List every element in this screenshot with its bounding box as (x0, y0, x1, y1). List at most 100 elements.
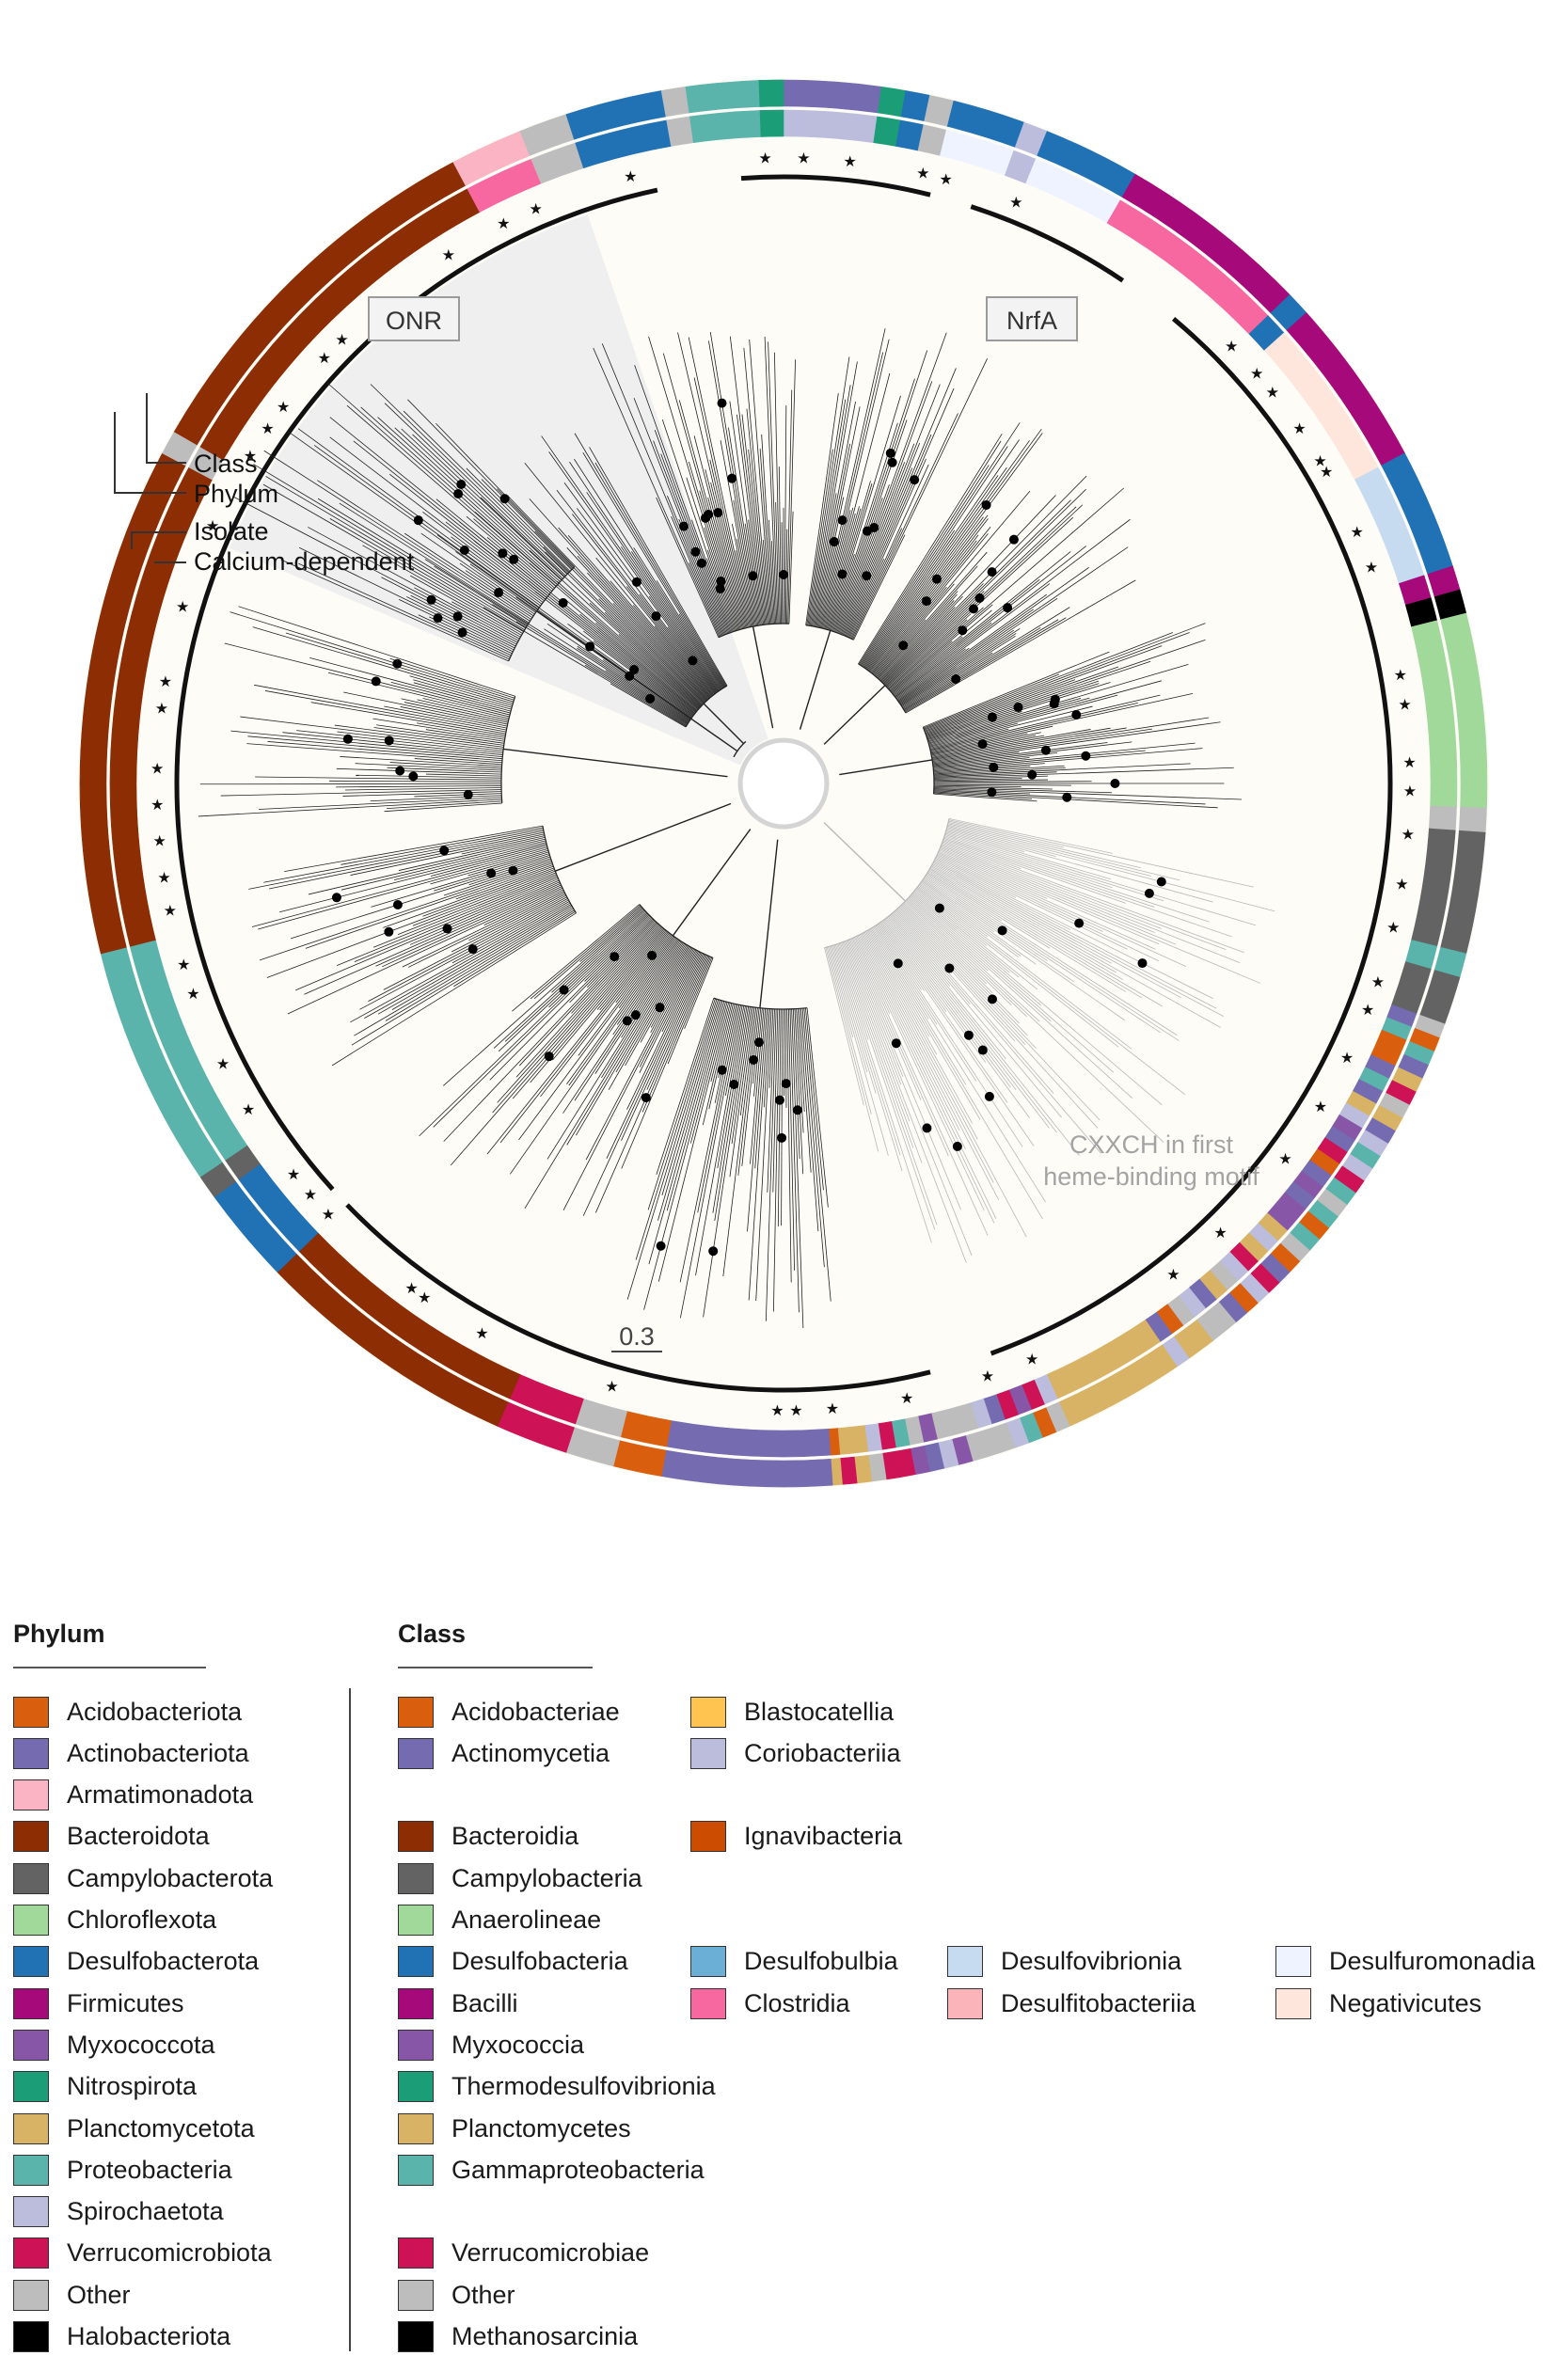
bootstrap-node-dot (775, 1096, 784, 1105)
bootstrap-node-dot (838, 515, 847, 525)
class-legend-item-anaerolineae: Anaerolineae (398, 1902, 601, 1939)
bootstrap-node-dot (427, 595, 436, 605)
bootstrap-node-dot (384, 927, 393, 937)
bootstrap-node-dot (498, 548, 507, 558)
class-swatch-desulfovibrionia (947, 1946, 983, 1977)
bootstrap-node-dot (985, 1092, 994, 1101)
bootstrap-node-dot (1071, 710, 1081, 719)
phylum-legend-label: Planctomycetota (67, 2114, 255, 2143)
isolate-callout-label: Isolate (194, 517, 269, 546)
bootstrap-node-dot (894, 958, 903, 968)
isolate-star-icon: ★ (605, 1378, 618, 1396)
bootstrap-node-dot (793, 1105, 802, 1115)
class-legend-item-thermodesulfovibrionia: Thermodesulfovibrionia (398, 2068, 716, 2106)
phylum-swatch-bacteroidota (13, 1821, 49, 1852)
phylum-legend-item-desulfobacterota: Desulfobacterota (13, 1943, 259, 1981)
phylum-ring-segment (661, 87, 689, 117)
isolate-star-icon: ★ (186, 985, 199, 1003)
isolate-star-icon: ★ (150, 796, 164, 814)
bootstrap-node-dot (964, 1031, 974, 1040)
phylum-ring-segment (1459, 807, 1486, 832)
phylum-legend-item-planctomycetota: Planctomycetota (13, 2110, 255, 2147)
tree-root-ring (740, 740, 827, 827)
isolate-star-icon: ★ (1213, 1224, 1227, 1241)
class-legend-label: Negativicutes (1329, 1989, 1481, 2018)
class-swatch-campylobacteria (398, 1863, 434, 1894)
isolate-star-icon: ★ (529, 199, 542, 217)
bootstrap-node-dot (559, 598, 568, 608)
bootstrap-node-dot (468, 944, 478, 954)
bootstrap-node-dot (697, 559, 706, 568)
isolate-star-icon: ★ (176, 598, 189, 616)
phylum-swatch-firmicutes (13, 1988, 49, 2019)
class-swatch-planctomycetes (398, 2113, 434, 2144)
class-ring-segment (667, 117, 694, 146)
bootstrap-node-dot (647, 951, 657, 960)
isolate-star-icon: ★ (153, 831, 166, 849)
isolate-star-icon: ★ (1225, 337, 1238, 355)
isolate-star-icon: ★ (1340, 1049, 1354, 1067)
bootstrap-node-dot (560, 986, 569, 995)
bootstrap-node-dot (458, 627, 467, 637)
motif-note-line2: heme-binding motif (1043, 1162, 1259, 1191)
phylogenetic-tree-figure: ★★★★★★★★★★★★★★★★★★★★★★★★★★★★★★★★★★★★★★★★… (0, 0, 1568, 1599)
class-legend-item-gammaproteobacteria: Gammaproteobacteria (398, 2151, 705, 2189)
bootstrap-node-dot (1157, 877, 1166, 886)
phylum-legend-label: Proteobacteria (67, 2156, 232, 2185)
bootstrap-node-dot (922, 596, 931, 606)
class-legend-item-verrucomicrobiae: Verrucomicrobiae (398, 2235, 649, 2272)
phylum-legend-item-proteobacteria: Proteobacteria (13, 2151, 232, 2189)
class-legend-item-bacteroidia: Bacteroidia (398, 1818, 578, 1856)
bootstrap-node-dot (508, 866, 517, 876)
isolate-star-icon: ★ (287, 1165, 300, 1183)
isolate-star-icon: ★ (318, 349, 331, 367)
class-swatch-negativicutes (1275, 1988, 1311, 2019)
bootstrap-node-dot (988, 567, 997, 577)
phylum-swatch-chloroflexota (13, 1905, 49, 1936)
bootstrap-node-dot (645, 694, 655, 704)
bootstrap-node-dot (1145, 889, 1154, 898)
bootstrap-node-dot (509, 555, 518, 564)
bootstrap-node-dot (688, 656, 697, 665)
isolate-star-icon: ★ (1025, 1350, 1038, 1368)
class-legend-label: Actinomycetia (451, 1739, 610, 1768)
bootstrap-node-dot (1050, 699, 1059, 708)
bootstrap-node-dot (385, 735, 394, 745)
isolate-star-icon: ★ (155, 699, 168, 717)
class-legend-label: Verrucomicrobiae (451, 2238, 649, 2268)
phylum-legend-label: Actinobacteriota (67, 1739, 249, 1768)
bootstrap-node-dot (1027, 770, 1037, 780)
class-legend-label: Campylobacteria (451, 1864, 642, 1893)
class-legend-item-other: Other (398, 2276, 515, 2314)
phylum-legend-item-spirochaetota: Spirochaetota (13, 2193, 224, 2231)
isolate-star-icon: ★ (261, 419, 274, 437)
isolate-star-icon: ★ (277, 398, 290, 416)
isolate-star-icon: ★ (150, 760, 164, 778)
isolate-star-icon: ★ (242, 1100, 255, 1118)
isolate-star-icon: ★ (1402, 753, 1416, 771)
class-legend-label: Desulfobulbia (744, 1947, 898, 1976)
bootstrap-node-dot (718, 1066, 727, 1075)
phylum-legend-label: Campylobacterota (67, 1864, 273, 1893)
phylum-legend-label: Acidobacteriota (67, 1698, 242, 1727)
phylum-ring-segment (854, 1455, 871, 1483)
isolate-star-icon: ★ (1394, 666, 1407, 684)
bootstrap-node-dot (951, 674, 960, 684)
class-legend-item-desulfuromonadia: Desulfuromonadia (1275, 1943, 1535, 1981)
class-legend-label: Bacilli (451, 1989, 518, 2018)
bootstrap-node-dot (393, 900, 403, 909)
phylum-legend-item-halobacteriota: Halobacteriota (13, 2318, 230, 2356)
class-swatch-actinomycetia (398, 1738, 434, 1769)
class-legend-label: Gammaproteobacteria (451, 2156, 705, 2185)
bootstrap-node-dot (837, 569, 847, 578)
isolate-star-icon: ★ (335, 331, 348, 349)
bootstrap-node-dot (460, 546, 469, 555)
class-legend-item-myxococcia: Myxococcia (398, 2026, 584, 2063)
class-legend-label: Methanosarcinia (451, 2322, 638, 2351)
class-legend-item-acidobacteriae: Acidobacteriae (398, 1693, 620, 1731)
bootstrap-node-dot (1041, 746, 1051, 755)
bootstrap-node-dot (748, 571, 757, 580)
bootstrap-node-dot (395, 767, 404, 776)
class-legend-label: Desulfobacteria (451, 1947, 628, 1976)
